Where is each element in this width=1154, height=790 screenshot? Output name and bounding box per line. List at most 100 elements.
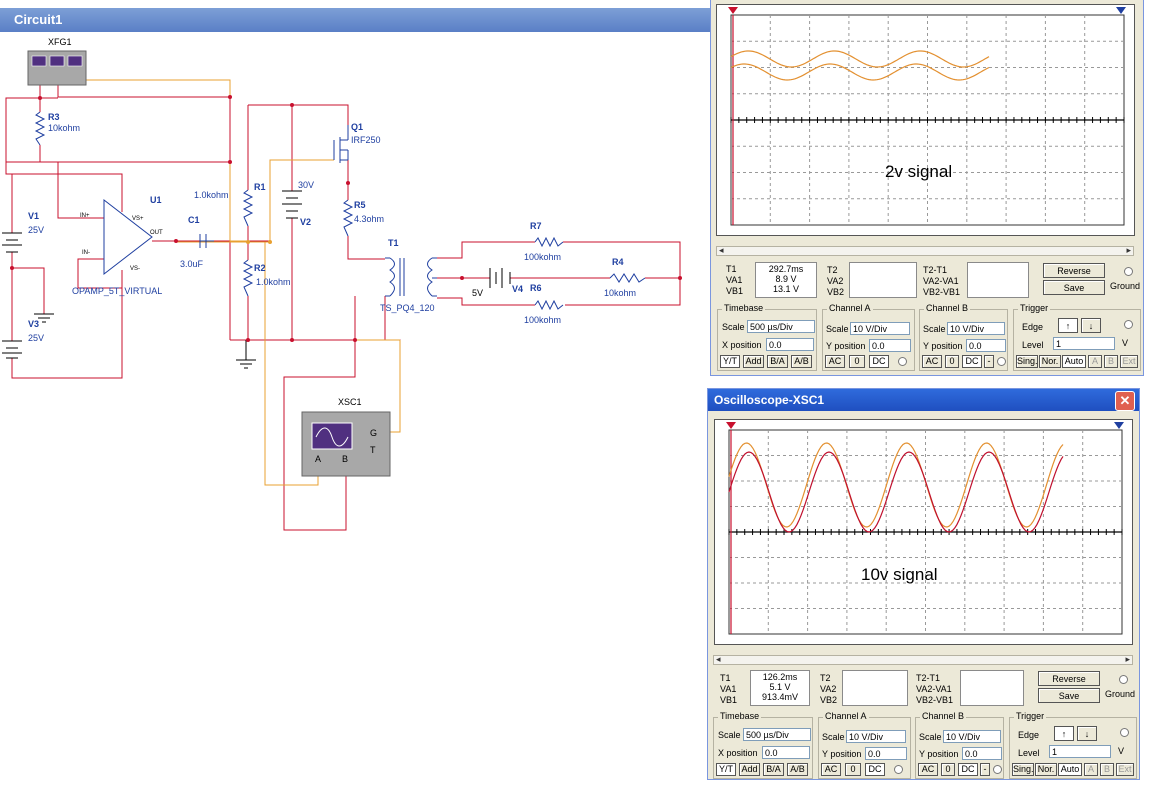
reverse-button[interactable]: Reverse [1043,263,1105,278]
scroll-left-icon[interactable]: ◂ [719,245,724,255]
chan-a-dc-button[interactable]: DC [865,763,885,776]
save-button[interactable]: Save [1043,280,1105,295]
chan-b-ac-button[interactable]: AC [918,763,938,776]
r5-name: R5 [354,200,366,210]
chan-b-zero-button[interactable]: 0 [945,355,959,368]
v3-value: 25V [28,333,44,343]
t2t1-label: T2-T1 [923,265,948,275]
timebase-scale-field[interactable]: 500 µs/Div [743,728,811,741]
xfg1-label: XFG1 [48,37,72,47]
scroll-right-icon[interactable]: ▸ [1126,245,1131,255]
va2va1-label: VA2-VA1 [916,684,952,694]
trace-channel-b [728,451,1064,533]
chan-a-ac-button[interactable]: AC [821,763,841,776]
va1-value: 8.9 V [775,274,797,284]
ground-radio[interactable] [1124,267,1133,276]
yt-button[interactable]: Y/T [720,355,740,368]
t1-name: T1 [388,238,399,248]
chan-a-zero-button[interactable]: 0 [845,763,861,776]
trigger-ext-button[interactable]: Ext [1116,763,1134,776]
r5-value: 4.3ohm [354,214,384,224]
auto-button[interactable]: Auto [1058,763,1082,776]
chan-a-scale-field[interactable]: 10 V/Div [846,730,906,743]
timebase-group: Timebase Scale 500 µs/Div X position 0.0… [717,303,817,371]
trigger-b-button[interactable]: B [1104,355,1118,368]
ab-button[interactable]: A/B [787,763,808,776]
level-field[interactable]: 1 [1053,337,1115,350]
v2-name: V2 [300,217,311,227]
readout-t2-values [842,670,908,706]
close-icon[interactable]: ✕ [1115,391,1135,411]
add-button[interactable]: Add [739,763,760,776]
chan-a-dc-button[interactable]: DC [869,355,889,368]
chan-b-scale-field[interactable]: 10 V/Div [943,730,1001,743]
u1-name: U1 [150,195,162,205]
ba-button[interactable]: B/A [763,763,784,776]
scope-bottom-screen[interactable]: 10v signal [714,419,1133,645]
chan-b-dc-button[interactable]: DC [958,763,978,776]
ground-radio[interactable] [1119,675,1128,684]
nor-button[interactable]: Nor. [1035,763,1057,776]
chan-b-zero-button[interactable]: 0 [941,763,955,776]
sing-button[interactable]: Sing. [1016,355,1038,368]
u1-inm-pin: IN- [82,250,90,256]
chan-b-ypos-field[interactable]: 0.0 [966,339,1006,352]
trigger-a-button[interactable]: A [1084,763,1098,776]
trigger-a-button[interactable]: A [1088,355,1102,368]
schematic-canvas[interactable]: XFG1 XSC1 G T A B R3 10kohm Q1 IRF250 U1… [0,32,710,787]
junction-dot-orange [268,240,272,244]
chan-b-minus-button[interactable]: - [980,763,990,776]
scope-top-screen[interactable]: 2v signal [716,4,1135,236]
sing-button[interactable]: Sing. [1012,763,1034,776]
chan-a-radio[interactable] [894,765,903,774]
ab-button[interactable]: A/B [791,355,812,368]
edge-rising-icon[interactable]: ↑ [1058,318,1078,333]
timebase-label: Timebase [722,303,766,313]
chan-a-scale-field[interactable]: 10 V/Div [850,322,910,335]
trigger-radio[interactable] [1120,728,1129,737]
component-symbols [34,111,646,311]
nor-button[interactable]: Nor. [1039,355,1061,368]
level-field[interactable]: 1 [1049,745,1111,758]
scroll-left-icon[interactable]: ◂ [716,654,721,664]
scope-top-scrollbar[interactable]: ◂ ▸ [716,245,1134,256]
chan-b-radio[interactable] [997,357,1006,366]
chan-b-radio[interactable] [993,765,1002,774]
edge-falling-icon[interactable]: ↓ [1077,726,1097,741]
chan-a-zero-button[interactable]: 0 [849,355,865,368]
chan-a-ypos-field[interactable]: 0.0 [865,747,907,760]
t2t1-label: T2-T1 [916,673,941,683]
trigger-ext-button[interactable]: Ext [1120,355,1138,368]
add-button[interactable]: Add [743,355,764,368]
chan-a-radio[interactable] [898,357,907,366]
chan-a-ac-button[interactable]: AC [825,355,845,368]
trigger-radio[interactable] [1124,320,1133,329]
channel-a-group: Channel A Scale 10 V/Div Y position 0.0 … [822,303,915,371]
t2-label: T2 [827,265,838,275]
chan-b-ac-button[interactable]: AC [922,355,942,368]
scroll-right-icon[interactable]: ▸ [1125,654,1130,664]
chan-b-dc-button[interactable]: DC [962,355,982,368]
scope-bottom-scrollbar[interactable]: ◂ ▸ [713,654,1133,665]
edge-label: Edge [1018,730,1040,740]
save-button[interactable]: Save [1038,688,1100,703]
trigger-b-button[interactable]: B [1100,763,1114,776]
scope-bottom-title-bar[interactable]: Oscilloscope-XSC1 ✕ [708,389,1139,411]
trigger-group: Trigger Edge ↑ ↓ Level 1 V Sing. Nor. Au… [1013,303,1141,371]
edge-rising-icon[interactable]: ↑ [1054,726,1074,741]
chan-b-ypos-field[interactable]: 0.0 [962,747,1002,760]
scope-bottom-grid [726,422,1124,635]
chan-a-ypos-field[interactable]: 0.0 [869,339,911,352]
xposition-field[interactable]: 0.0 [766,338,814,351]
window-title-bar[interactable]: Circuit1 [0,8,710,32]
ba-button[interactable]: B/A [767,355,788,368]
chan-b-minus-button[interactable]: - [984,355,994,368]
yt-button[interactable]: Y/T [716,763,736,776]
reverse-button[interactable]: Reverse [1038,671,1100,686]
u1-out-pin: OUT [150,230,163,236]
timebase-scale-field[interactable]: 500 µs/Div [747,320,815,333]
xposition-field[interactable]: 0.0 [762,746,810,759]
chan-b-scale-field[interactable]: 10 V/Div [947,322,1005,335]
edge-falling-icon[interactable]: ↓ [1081,318,1101,333]
auto-button[interactable]: Auto [1062,355,1086,368]
